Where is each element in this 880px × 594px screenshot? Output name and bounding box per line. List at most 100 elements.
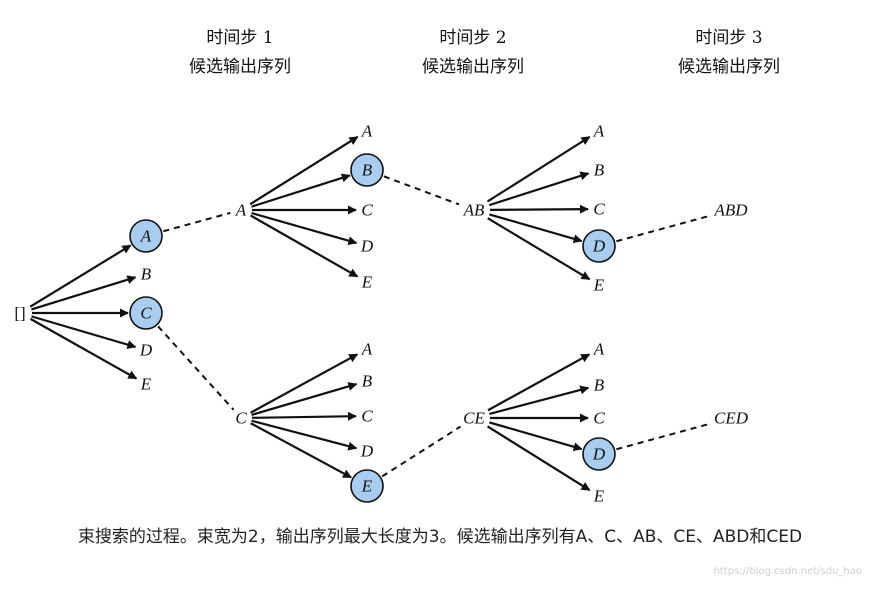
dashed-link-s1A-to-pA	[163, 211, 231, 233]
arrow-pA-to-a2A	[249, 135, 359, 206]
node-a2D: D	[360, 237, 374, 256]
arrow-pAB-to-ab3C	[489, 204, 589, 214]
arrow-pC-to-c2E	[250, 422, 352, 479]
node-label: E	[140, 375, 152, 394]
header-step-2-subtitle: 候选输出序列	[422, 57, 524, 77]
node-label: A	[361, 340, 373, 359]
arrow-pAB-to-ab3A	[486, 135, 591, 203]
node-s1B: B	[141, 265, 152, 284]
node-label: E	[593, 276, 605, 295]
header-step-1-title: 时间步 1	[206, 28, 273, 48]
arrow-pC-to-c2C	[251, 411, 357, 421]
node-label: CED	[714, 409, 749, 428]
node-label: A	[140, 227, 152, 246]
node-label: A	[593, 122, 605, 141]
arrow-root-to-s1A	[29, 244, 132, 308]
arrow-pCE-to-ce3A	[487, 353, 591, 412]
node-label: C	[361, 201, 373, 220]
arrow-pAB-to-ab3E	[487, 217, 591, 281]
node-label: E	[361, 273, 373, 292]
node-c2D: D	[360, 442, 374, 461]
selected-node-circle	[129, 219, 163, 253]
dashed-link-ce3D-to-pCED	[616, 423, 709, 451]
node-ab3A: A	[593, 122, 605, 141]
node-label: A	[235, 201, 247, 220]
edges-layer	[29, 135, 709, 492]
node-c2E: E	[350, 469, 384, 503]
node-pCE: CE	[463, 409, 485, 428]
header-step-1-subtitle: 候选输出序列	[189, 57, 291, 77]
arrow-pA-to-a2D	[251, 211, 358, 246]
figure-caption: 束搜索的过程。束宽为2，输出序列最大长度为3。候选输出序列有A、C、AB、CE、…	[77, 527, 803, 547]
header-step-3-subtitle: 候选输出序列	[678, 57, 780, 77]
node-label: B	[362, 161, 373, 180]
node-ab3E: E	[593, 276, 605, 295]
node-label: B	[141, 265, 152, 284]
node-label: C	[140, 304, 152, 323]
arrow-root-to-s1D	[31, 315, 137, 349]
node-label: C	[593, 409, 605, 428]
header-step-3: 时间步 3 候选输出序列	[678, 28, 780, 77]
arrow-pCE-to-ce3D	[489, 421, 583, 452]
node-label: E	[593, 487, 605, 506]
node-label: C	[593, 200, 605, 219]
arrow-pAB-to-ab3B	[488, 171, 590, 207]
selected-node-circle	[350, 153, 384, 187]
node-pABD: ABD	[713, 201, 748, 220]
arrow-root-to-s1B	[31, 275, 137, 311]
arrow-pC-to-c2B	[251, 382, 358, 416]
header-step-2: 时间步 2 候选输出序列	[422, 28, 524, 77]
node-label: E	[361, 477, 373, 496]
arrow-pA-to-a2E	[250, 214, 359, 278]
node-s1A: A	[129, 219, 163, 253]
arrow-pCE-to-ce3B	[489, 385, 590, 415]
dashed-link-c2E-to-pCE	[381, 425, 462, 478]
dashed-link-ab3D-to-pABD	[616, 215, 709, 243]
node-s1C: C	[129, 296, 163, 330]
node-a2B: B	[350, 153, 384, 187]
node-root: []	[14, 304, 25, 323]
selected-node-circle	[129, 296, 163, 330]
node-label: C	[235, 409, 247, 428]
node-label: CE	[463, 409, 485, 428]
arrow-root-to-s1E	[29, 317, 138, 380]
arrow-pA-to-a2B	[251, 173, 351, 208]
node-a2C: C	[361, 201, 373, 220]
node-label: B	[362, 372, 373, 391]
node-a2A: A	[361, 122, 373, 141]
node-pA: A	[235, 201, 247, 220]
node-ce3B: B	[594, 376, 605, 395]
node-pAB: AB	[463, 201, 485, 220]
node-ab3C: C	[593, 200, 605, 219]
node-label: []	[14, 304, 25, 323]
node-label: B	[594, 376, 605, 395]
selected-node-circle	[582, 437, 616, 471]
node-c2B: B	[362, 372, 373, 391]
header-step-2-title: 时间步 2	[439, 28, 506, 48]
node-label: AB	[463, 201, 485, 220]
selected-node-circle	[350, 469, 384, 503]
node-s1D: D	[139, 341, 153, 360]
node-label: D	[592, 445, 606, 464]
node-ce3E: E	[593, 487, 605, 506]
arrow-pCE-to-ce3E	[486, 425, 591, 492]
node-a2E: E	[361, 273, 373, 292]
node-c2A: A	[361, 340, 373, 359]
node-label: C	[361, 407, 373, 426]
node-pCED: CED	[714, 409, 749, 428]
node-ab3D: D	[582, 229, 616, 263]
node-label: D	[360, 237, 374, 256]
node-pC: C	[235, 409, 247, 428]
header-step-3-title: 时间步 3	[695, 28, 762, 48]
node-label: A	[593, 340, 605, 359]
arrow-pC-to-c2D	[251, 419, 358, 451]
node-label: B	[594, 161, 605, 180]
node-label: D	[139, 341, 153, 360]
arrow-pAB-to-ab3D	[489, 213, 583, 244]
node-s1E: E	[140, 375, 152, 394]
node-ce3C: C	[593, 409, 605, 428]
node-ce3D: D	[582, 437, 616, 471]
dashed-link-s1C-to-pC	[157, 325, 235, 411]
